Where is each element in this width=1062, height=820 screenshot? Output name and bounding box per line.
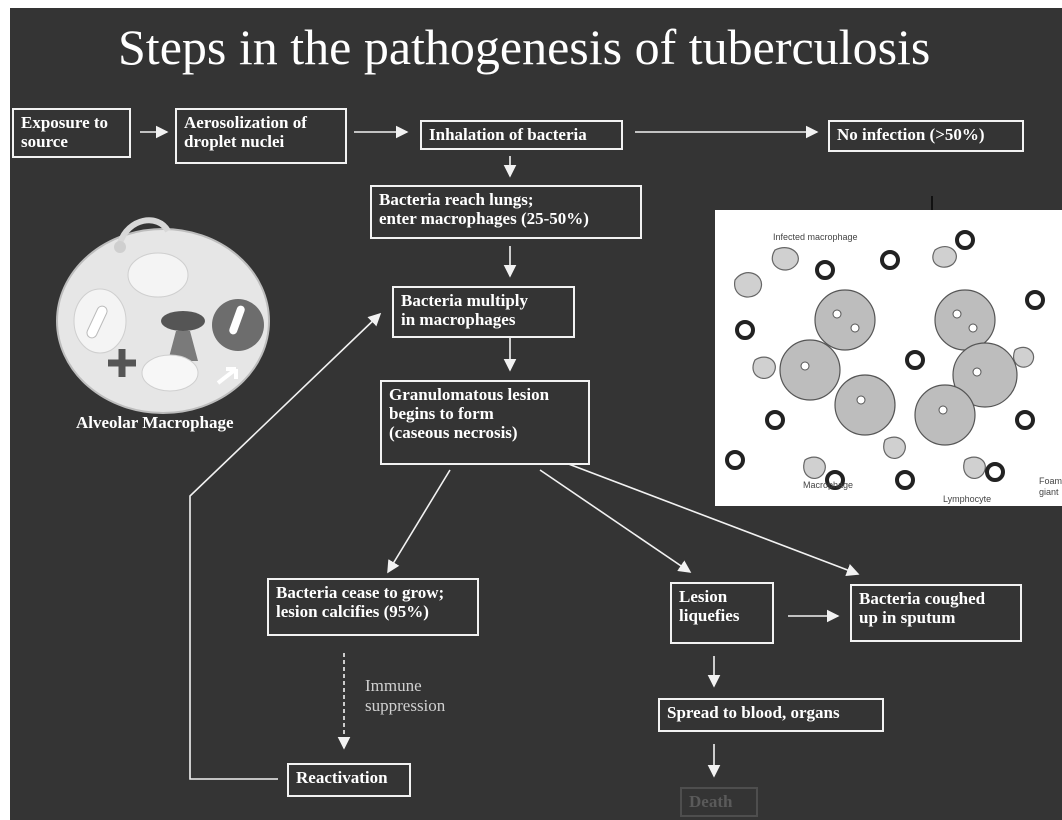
lymphocyte-label: Lymphocyte bbox=[943, 494, 991, 504]
box-inhalation: Inhalation of bacteria bbox=[420, 120, 623, 150]
granuloma-tissue-illustration: Infected macrophage Macrophage Lymphocyt… bbox=[715, 210, 1062, 506]
box-cease: Bacteria cease to grow; lesion calcifies… bbox=[267, 578, 479, 636]
infected-macrophage-label: Infected macrophage bbox=[773, 232, 858, 242]
box-no-infection: No infection (>50%) bbox=[828, 120, 1024, 152]
box-reactivation: Reactivation bbox=[287, 763, 411, 797]
alveolar-macrophage-label: Alveolar Macrophage bbox=[76, 413, 234, 433]
giant-cell-label-1: Foam bbox=[1039, 476, 1062, 486]
box-spread: Spread to blood, organs bbox=[658, 698, 884, 732]
box-multiply: Bacteria multiply in macrophages bbox=[392, 286, 575, 338]
immune-suppression-label: Immune suppression bbox=[365, 676, 445, 716]
giant-cell-label-2: giant bbox=[1039, 487, 1059, 497]
slide: Steps in the pathogenesis of tuberculosi… bbox=[10, 8, 1062, 820]
arrow-granuloma-liquefies bbox=[540, 470, 690, 572]
box-granuloma: Granulomatous lesion begins to form (cas… bbox=[380, 380, 590, 465]
arrow-granuloma-cease bbox=[388, 470, 450, 572]
alveolar-macrophage-illustration bbox=[48, 213, 278, 418]
box-death: Death bbox=[680, 787, 758, 817]
box-reach-lungs: Bacteria reach lungs; enter macrophages … bbox=[370, 185, 642, 239]
box-coughed: Bacteria coughed up in sputum bbox=[850, 584, 1022, 642]
macrophage-label: Macrophage bbox=[803, 480, 853, 490]
box-exposure: Exposure to source bbox=[12, 108, 131, 158]
box-liquefies: Lesion liquefies bbox=[670, 582, 774, 644]
box-aerosolization: Aerosolization of droplet nuclei bbox=[175, 108, 347, 164]
